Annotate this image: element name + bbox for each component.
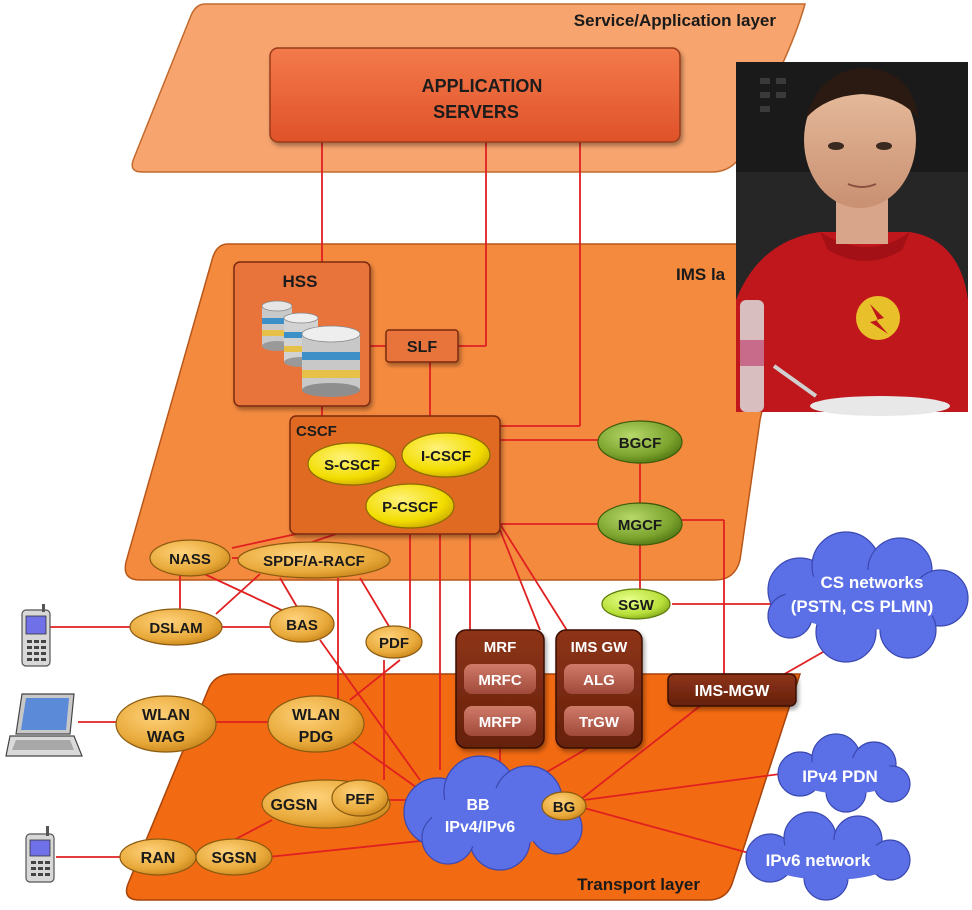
database-icon (261, 300, 361, 397)
bas-label: BAS (286, 617, 318, 634)
bgcf-label: BGCF (619, 435, 662, 452)
pef-node[interactable]: PEF (331, 779, 389, 817)
hss-label: HSS (283, 272, 318, 291)
link-bg-ipv4 (583, 773, 781, 801)
ims-mgw-node[interactable]: IMS-MGW (667, 673, 797, 707)
link-nass-bas (199, 571, 291, 615)
bb-label-2: IPv4/IPv6 (445, 819, 515, 836)
person-photo (736, 62, 968, 416)
i-cscf-node[interactable]: I-CSCF (401, 432, 491, 478)
i-cscf-label: I-CSCF (421, 448, 471, 465)
pef-label: PEF (345, 791, 374, 808)
ipv6-network-label: IPv6 network (766, 851, 871, 870)
mgcf-node[interactable]: MGCF (597, 502, 683, 546)
mobile-phone-icon-2 (25, 826, 55, 883)
link-bas-bb (319, 639, 421, 781)
ipv4-pdn-label: IPv4 PDN (802, 767, 878, 786)
bg-label: BG (553, 799, 576, 816)
application-servers[interactable]: APPLICATION SERVERS (269, 47, 681, 143)
ggsn-label: GGSN (270, 797, 317, 814)
mrf-box[interactable]: MRF MRFC MRFP (455, 629, 545, 749)
s-cscf-node[interactable]: S-CSCF (307, 442, 397, 486)
mrfc-label: MRFC (478, 672, 521, 689)
link-bg-mgw (579, 705, 701, 801)
link-spdf-dslam (215, 573, 261, 615)
mobile-phone-icon (21, 604, 51, 667)
wlan-wag-label-2: WAG (147, 729, 185, 746)
link-cscf-imsgw (499, 529, 541, 631)
slf-label: SLF (407, 339, 437, 356)
laptop-icon (5, 693, 83, 757)
cs-networks-label-1: CS networks (821, 573, 924, 592)
p-cscf-label: P-CSCF (382, 499, 438, 516)
ims-gw-box[interactable]: IMS GW ALG TrGW (555, 629, 643, 749)
mrfc-node[interactable]: MRFC (464, 664, 536, 694)
link-spdf-pdf (359, 577, 391, 629)
slf-node[interactable]: SLF (385, 329, 459, 363)
sgsn-label: SGSN (211, 850, 256, 867)
wlan-wag-label-1: WLAN (142, 707, 190, 724)
wlan-pdg-label-2: PDG (299, 729, 334, 746)
mrfp-node[interactable]: MRFP (464, 706, 536, 736)
link-pdg-bb (349, 739, 421, 791)
link-bg-ipv6 (583, 807, 761, 857)
mgcf-label: MGCF (618, 517, 662, 534)
ran-label: RAN (141, 850, 176, 867)
hss-box[interactable]: HSS (233, 261, 371, 407)
cs-networks-cloud[interactable]: CS networks (PSTN, CS PLMN) (767, 531, 969, 663)
bb-label-1: BB (466, 797, 489, 814)
s-cscf-label: S-CSCF (324, 457, 380, 474)
service-layer-label: Service/Application layer (574, 11, 777, 30)
pdf-node[interactable]: PDF (365, 625, 423, 659)
trgw-node[interactable]: TrGW (564, 706, 634, 736)
links (50, 142, 831, 858)
mrf-label: MRF (484, 639, 517, 656)
bgcf-node[interactable]: BGCF (597, 420, 683, 464)
link-sgsn-ggsn (233, 819, 273, 841)
wlan-pdg-node[interactable]: WLAN PDG (267, 695, 365, 753)
link-imsgw-bb (539, 747, 589, 777)
sgw-node[interactable]: SGW (601, 588, 671, 620)
alg-label: ALG (583, 672, 615, 689)
pdf-label: PDF (379, 635, 409, 652)
ims-mgw-label: IMS-MGW (695, 683, 771, 700)
nass-node[interactable]: NASS (149, 539, 231, 577)
dslam-label: DSLAM (149, 620, 202, 637)
bg-node[interactable]: BG (541, 791, 587, 821)
bas-node[interactable]: BAS (269, 605, 335, 643)
trgw-label: TrGW (579, 714, 620, 731)
app-servers-label-2: SERVERS (433, 102, 519, 122)
sgsn-node[interactable]: SGSN (195, 838, 273, 876)
cscf-label: CSCF (296, 423, 337, 440)
spdf-a-racf-node[interactable]: SPDF/A-RACF (237, 541, 391, 579)
link-pdf-pdg (349, 659, 401, 701)
mrfp-label: MRFP (479, 714, 522, 731)
link-mgcf-imsgw (499, 523, 569, 633)
spdf-label: SPDF/A-RACF (263, 553, 365, 570)
wlan-wag-node[interactable]: WLAN WAG (115, 695, 217, 753)
wlan-pdg-label-1: WLAN (292, 707, 340, 724)
link-sgsn-bb (267, 839, 431, 858)
dslam-node[interactable]: DSLAM (129, 608, 223, 646)
ipv4-pdn-cloud[interactable]: IPv4 PDN (777, 733, 911, 813)
app-servers-label-1: APPLICATION (422, 76, 543, 96)
sgw-label: SGW (618, 597, 655, 614)
ims-layer-label: IMS la (676, 265, 726, 284)
p-cscf-node[interactable]: P-CSCF (365, 483, 455, 529)
nass-label: NASS (169, 551, 211, 568)
ims-gw-label: IMS GW (571, 639, 629, 656)
alg-node[interactable]: ALG (564, 664, 634, 694)
transport-layer-label: Transport layer (577, 875, 700, 894)
ipv6-network-cloud[interactable]: IPv6 network (745, 811, 911, 901)
cs-networks-label-2: (PSTN, CS PLMN) (791, 597, 934, 616)
ran-node[interactable]: RAN (119, 838, 197, 876)
